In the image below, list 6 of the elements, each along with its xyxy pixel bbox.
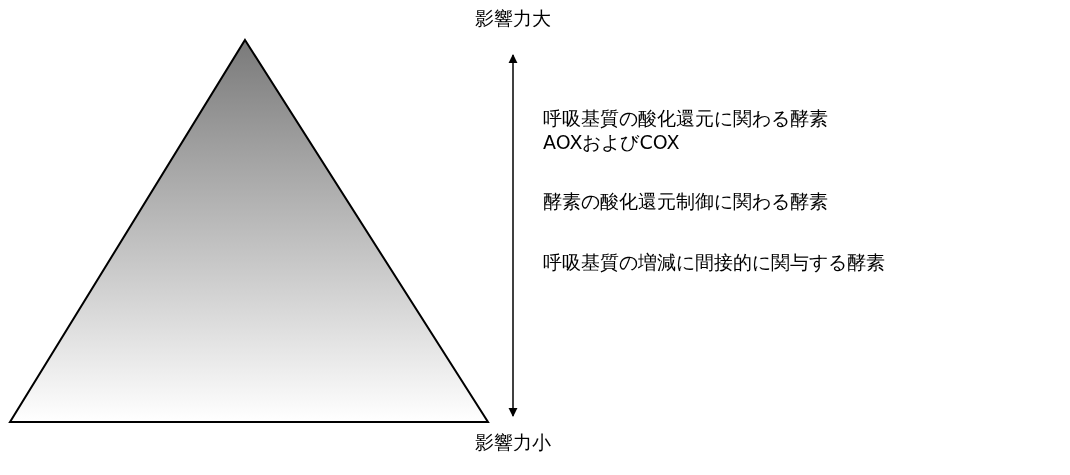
axis-label: 影響力大 (475, 6, 551, 30)
description-text: AOXおよびCOX (543, 130, 680, 154)
axis-label: 影響力小 (475, 430, 551, 454)
description-text: 酵素の酸化還元制御に関わる酵素 (543, 189, 828, 213)
description-text: 呼吸基質の酸化還元に関わる酵素 (543, 106, 828, 130)
description-text: 呼吸基質の増減に間接的に関与する酵素 (543, 250, 885, 274)
